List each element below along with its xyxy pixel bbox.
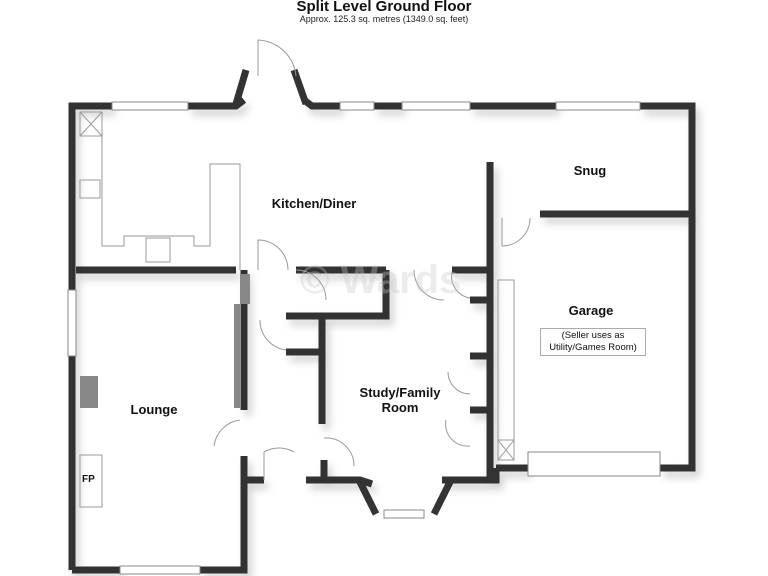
watermark: © Wards — [300, 258, 462, 302]
fireplace-label: FP — [82, 474, 95, 485]
kitchen-units — [79, 111, 515, 508]
room-label-garage: Garage — [568, 303, 614, 318]
windows — [67, 101, 661, 575]
walls — [68, 97, 696, 574]
room-label-lounge: Lounge — [130, 402, 178, 417]
doors — [213, 39, 531, 480]
room-label-study: Study/Family Room — [359, 385, 441, 415]
room-label-kitchen: Kitchen/Diner — [271, 196, 357, 211]
garage-note: (Seller uses as Utility/Games Room) — [540, 328, 646, 356]
room-label-snug: Snug — [573, 163, 607, 178]
chimney-breast — [80, 376, 98, 408]
floor-area: Approx. 125.3 sq. metres (1349.0 sq. fee… — [299, 14, 469, 24]
floor-title: Split Level Ground Floor — [296, 0, 472, 15]
